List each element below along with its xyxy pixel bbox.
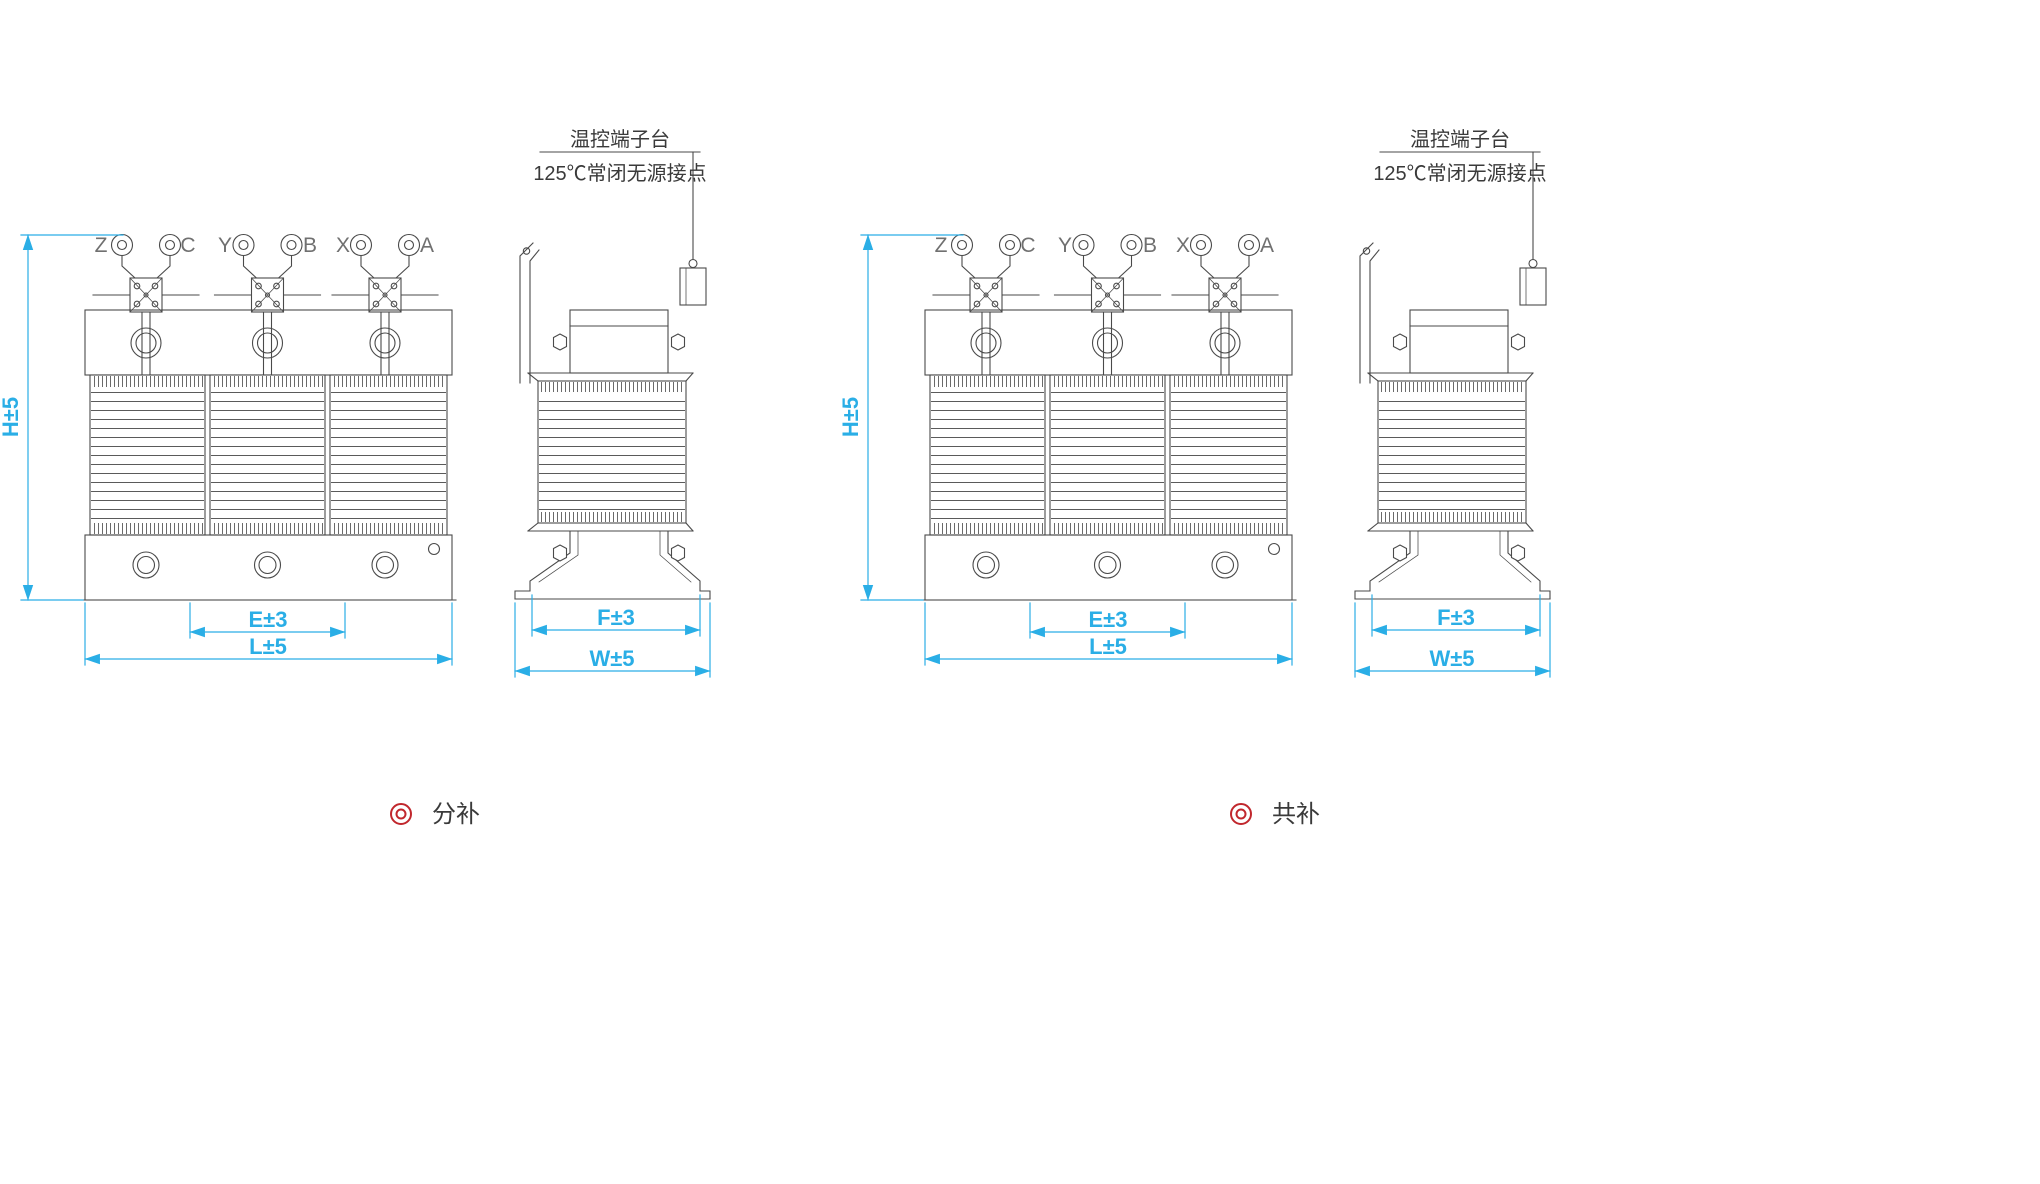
terminal-label-c: C (180, 234, 195, 257)
fenbu-group: Z C Y B X A H±5 E±3 L±5 F±3 W±5 温控端子台 12… (0, 128, 710, 677)
bullseye-icon (1230, 803, 1252, 825)
fenbu-caption: 分补 (390, 801, 480, 828)
dim-label-height: H±5 (838, 397, 863, 437)
dim-label-height: H±5 (0, 397, 23, 437)
fenbu-front-view (21, 235, 456, 666)
dim-label-length: L±5 (1089, 634, 1127, 659)
terminal-label-c: C (1020, 234, 1035, 257)
terminal-label-a: A (1260, 234, 1274, 257)
dim-label-hole-spacing: E±3 (1089, 607, 1128, 632)
thermal-title: 温控端子台 (1410, 128, 1510, 151)
thermal-detail: 125℃常闭无源接点 (533, 162, 706, 185)
terminal-label-z: Z (935, 234, 948, 257)
terminal-label-b: B (303, 234, 317, 257)
gongbu-front-view (861, 235, 1296, 666)
terminal-label-b: B (1143, 234, 1157, 257)
terminal-label-y: Y (218, 234, 232, 257)
terminal-label-y: Y (1058, 234, 1072, 257)
gongbu-side-view (1355, 152, 1550, 677)
terminal-label-x: X (1176, 234, 1190, 257)
terminal-label-z: Z (95, 234, 108, 257)
fenbu-side-view (515, 152, 710, 677)
bullseye-icon (390, 803, 412, 825)
dim-label-foot-spacing: F±3 (597, 605, 635, 630)
terminal-label-a: A (420, 234, 434, 257)
dim-label-width: W±5 (589, 646, 634, 671)
bullseye-icon-inner (395, 808, 407, 820)
fenbu-caption-label: 分补 (432, 801, 480, 828)
dim-label-foot-spacing: F±3 (1437, 605, 1475, 630)
dim-label-length: L±5 (249, 634, 287, 659)
thermal-title: 温控端子台 (570, 128, 670, 151)
gongbu-caption: 共补 (1230, 801, 1320, 828)
thermal-detail: 125℃常闭无源接点 (1373, 162, 1546, 185)
bullseye-icon-inner (1235, 808, 1247, 820)
dim-label-width: W±5 (1429, 646, 1474, 671)
gongbu-group: Z C Y B X A H±5 E±3 L±5 F±3 W±5 温控端子台 12… (838, 128, 1550, 677)
dim-label-hole-spacing: E±3 (249, 607, 288, 632)
terminal-label-x: X (336, 234, 350, 257)
gongbu-caption-label: 共补 (1272, 801, 1320, 828)
